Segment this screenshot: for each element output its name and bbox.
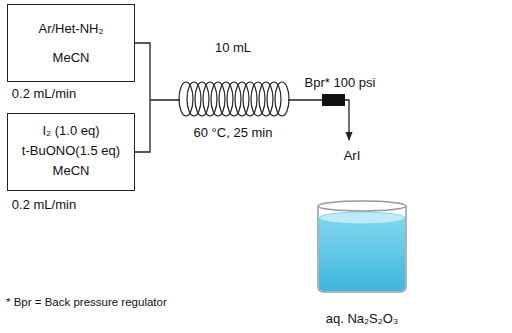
- coil-winding: [267, 82, 281, 116]
- reactor-conditions: 60 °C, 25 min: [194, 125, 273, 140]
- coil-winding: [195, 82, 209, 116]
- coil-winding: [187, 82, 201, 116]
- coil-winding: [227, 82, 241, 116]
- product-label: ArI: [344, 148, 361, 163]
- coil-winding: [275, 82, 289, 116]
- beaker-liquid: [319, 218, 405, 291]
- bpr-label: Bpr* 100 psi: [305, 75, 376, 90]
- coil-winding: [211, 82, 225, 116]
- reagent-box: Ar/Het-NH₂ MeCN: [7, 4, 135, 82]
- beaker-rim: [318, 201, 406, 211]
- coil-winding: [219, 82, 233, 116]
- reagent-text: MeCN: [53, 50, 90, 65]
- reactor-volume: 10 mL: [215, 40, 251, 55]
- coil-winding: [251, 82, 265, 116]
- liquid-surface: [319, 212, 405, 224]
- bpr-symbol: [322, 94, 345, 106]
- coil-reactor: [179, 82, 289, 116]
- quench-label: aq. Na₂S₂O₃: [326, 311, 398, 326]
- reagent-text: t-BuONO(1.5 eq): [22, 143, 120, 158]
- reagent-text: MeCN: [53, 163, 90, 178]
- reagent-box: I₂ (1.0 eq) t-BuONO(1.5 eq) MeCN: [7, 113, 135, 191]
- flow-rate: 0.2 mL/min: [12, 197, 76, 212]
- feed-tubing: [135, 43, 180, 152]
- beaker-wall: [318, 206, 406, 292]
- reagent-text: Ar/Het-NH₂: [39, 21, 104, 36]
- reagent-text: I₂ (1.0 eq): [42, 123, 99, 138]
- coil-winding: [243, 82, 257, 116]
- coil-winding: [259, 82, 273, 116]
- product-arrow: [348, 108, 349, 140]
- coil-winding: [203, 82, 217, 116]
- footnote: * Bpr = Back pressure regulator: [6, 295, 167, 310]
- flow-rate: 0.2 mL/min: [12, 86, 76, 101]
- coil-winding: [235, 82, 249, 116]
- coil-winding: [179, 82, 193, 116]
